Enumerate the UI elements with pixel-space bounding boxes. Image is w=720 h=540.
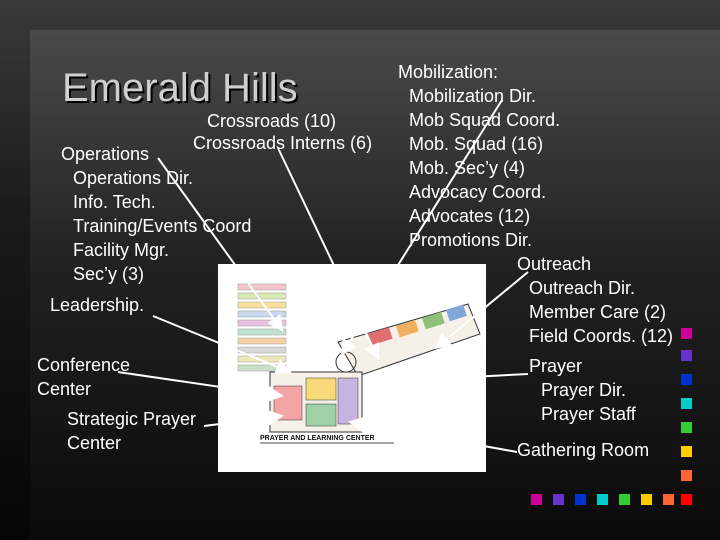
strategic-prayer-label-2: Center bbox=[67, 433, 122, 453]
crossroads-count: Crossroads (10) bbox=[207, 111, 337, 131]
mobilization-item: Mobilization Dir. bbox=[409, 86, 537, 106]
mobilization-item: Mob Squad Coord. bbox=[409, 110, 561, 130]
conference-label-2: Center bbox=[37, 379, 92, 399]
floor-plan-caption: PRAYER AND LEARNING CENTER bbox=[260, 435, 375, 442]
operations-item: Sec’y (3) bbox=[73, 264, 145, 284]
decor-square bbox=[641, 494, 655, 508]
decor-square bbox=[681, 470, 695, 484]
floor-plan-legend bbox=[237, 283, 287, 372]
prayer-heading: Prayer bbox=[529, 356, 583, 376]
operations-item: Info. Tech. bbox=[73, 192, 156, 212]
decor-square bbox=[531, 494, 545, 508]
outreach-item: Member Care (2) bbox=[529, 302, 667, 322]
mobilization-item: Promotions Dir. bbox=[409, 230, 533, 250]
operations-item: Facility Mgr. bbox=[73, 240, 170, 260]
arrow-strategic-prayer bbox=[203, 409, 284, 427]
arrow-operations bbox=[157, 157, 284, 332]
arrow-outreach bbox=[434, 271, 529, 350]
arrow-gathering bbox=[348, 416, 518, 453]
operations-heading: Operations bbox=[61, 144, 150, 164]
mobilization-item: Mob. Sec’y (4) bbox=[409, 158, 526, 178]
mobilization-item: Mob. Squad (16) bbox=[409, 134, 544, 154]
outreach-heading: Outreach bbox=[517, 254, 592, 274]
conference-label-1: Conference bbox=[37, 355, 131, 375]
decor-square bbox=[575, 494, 589, 508]
outreach-item: Field Coords. (12) bbox=[529, 326, 674, 346]
leadership-label: Leadership. bbox=[50, 295, 145, 315]
decor-square bbox=[681, 374, 695, 388]
decor-square bbox=[597, 494, 611, 508]
mobilization-heading: Mobilization: bbox=[398, 62, 499, 82]
mobilization-item: Advocates (12) bbox=[409, 206, 531, 226]
decor-square bbox=[663, 494, 677, 508]
strategic-prayer-label-1: Strategic Prayer bbox=[67, 409, 197, 429]
decor-square bbox=[681, 328, 695, 342]
arrow-leadership bbox=[152, 315, 292, 375]
decor-square bbox=[681, 422, 695, 436]
slide-title: Emerald Hills bbox=[62, 66, 298, 110]
decor-square bbox=[681, 350, 695, 364]
decor-square bbox=[681, 446, 695, 460]
arrow-conference bbox=[117, 371, 284, 402]
operations-item: Training/Events Coord bbox=[73, 216, 252, 236]
decor-square bbox=[553, 494, 567, 508]
gathering-room-label: Gathering Room bbox=[517, 440, 650, 460]
arrow-crossroads bbox=[277, 147, 380, 360]
crossroads-interns: Crossroads Interns (6) bbox=[193, 133, 373, 153]
mobilization-item: Advocacy Coord. bbox=[409, 182, 547, 202]
decor-square bbox=[681, 494, 695, 508]
floor-plan-drawing: PRAYER AND LEARNING CENTER bbox=[237, 283, 481, 444]
decor-square bbox=[619, 494, 633, 508]
operations-item: Operations Dir. bbox=[73, 168, 194, 188]
decor-square bbox=[681, 398, 695, 412]
prayer-item: Prayer Staff bbox=[541, 404, 636, 424]
outreach-item: Outreach Dir. bbox=[529, 278, 636, 298]
floor-plan-image: PRAYER AND LEARNING CENTER bbox=[218, 264, 486, 472]
arrow-prayer bbox=[450, 369, 529, 386]
arrow-mobilization bbox=[340, 99, 503, 356]
prayer-item: Prayer Dir. bbox=[541, 380, 627, 400]
